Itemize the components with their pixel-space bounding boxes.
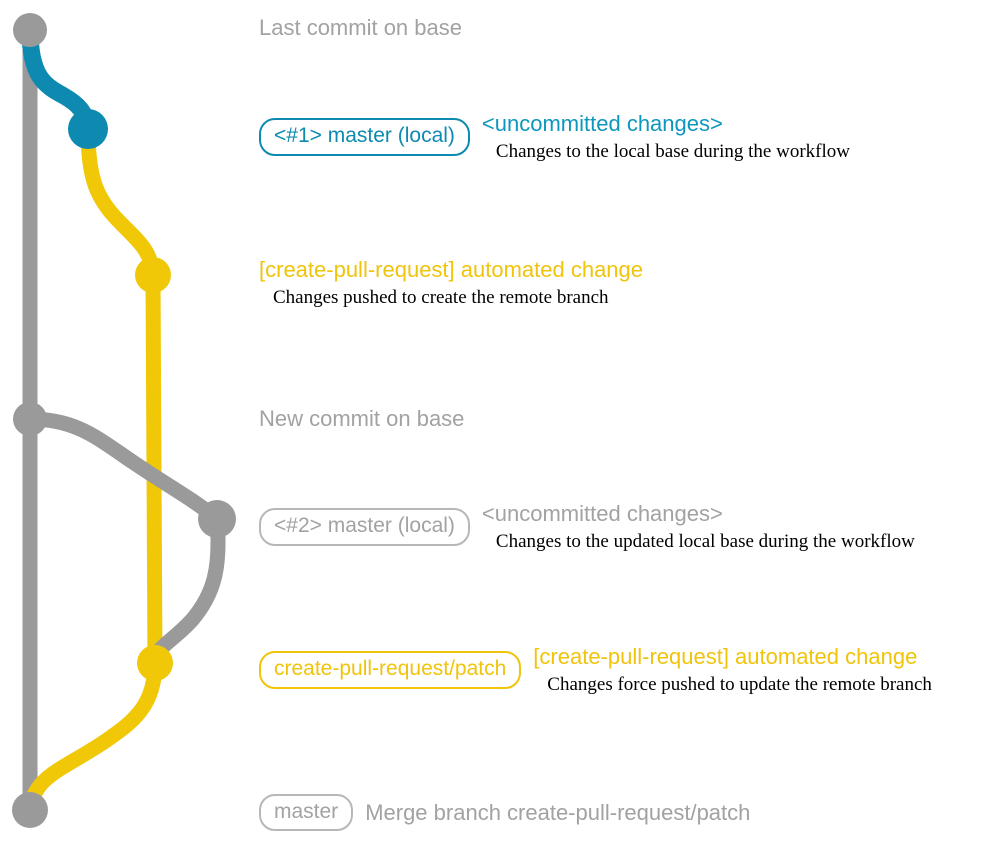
commit-node-local-2 xyxy=(198,500,236,538)
patch2-to-merge-curve xyxy=(22,655,163,818)
row-subtext: Changes force pushed to update the remot… xyxy=(547,674,932,696)
commit-node-local-1 xyxy=(68,109,108,149)
branch-badge-master-local-2[interactable]: <#2> master (local) xyxy=(259,508,470,546)
row-master-local-1: <#1> master (local) <uncommitted changes… xyxy=(259,112,850,162)
row-headline: <uncommitted changes> xyxy=(481,501,723,526)
commit-node-base-top xyxy=(13,13,47,47)
row-master-local-2: <#2> master (local) <uncommitted changes… xyxy=(259,502,915,552)
row-last-commit-on-base: Last commit on base xyxy=(259,16,462,39)
branch-badge-master[interactable]: master xyxy=(259,794,354,832)
row-headline: [create-pull-request] automated change xyxy=(259,257,644,282)
row-headline: Last commit on base xyxy=(259,15,462,40)
patch-branch-curve-1 xyxy=(80,121,161,283)
row-headline: [create-pull-request] automated change xyxy=(533,644,918,669)
row-subtext: Changes pushed to create the remote bran… xyxy=(273,287,609,309)
row-headline: <uncommitted changes> xyxy=(481,111,723,136)
commit-node-base-new xyxy=(13,402,47,436)
row-new-commit-on-base: New commit on base xyxy=(259,407,464,430)
row-headline: Merge branch create-pull-request/patch xyxy=(365,799,751,825)
base-to-local2-curve xyxy=(22,411,225,527)
row-headline: New commit on base xyxy=(259,406,465,431)
row-automated-change-1: [create-pull-request] automated change C… xyxy=(259,258,643,308)
row-subtext: Changes to the local base during the wor… xyxy=(495,141,850,163)
commit-node-patch-2 xyxy=(137,645,173,681)
commit-node-patch-1 xyxy=(135,257,171,293)
commit-node-merge xyxy=(12,792,48,828)
row-automated-change-2: create-pull-request/patch [create-pull-r… xyxy=(259,645,932,695)
row-subtext: Changes to the updated local base during… xyxy=(495,531,915,553)
row-merge-branch: master Merge branch create-pull-request/… xyxy=(259,794,751,832)
branch-badge-create-pull-request-patch[interactable]: create-pull-request/patch xyxy=(259,651,522,689)
branch-badge-master-local-1[interactable]: <#1> master (local) xyxy=(259,118,470,156)
